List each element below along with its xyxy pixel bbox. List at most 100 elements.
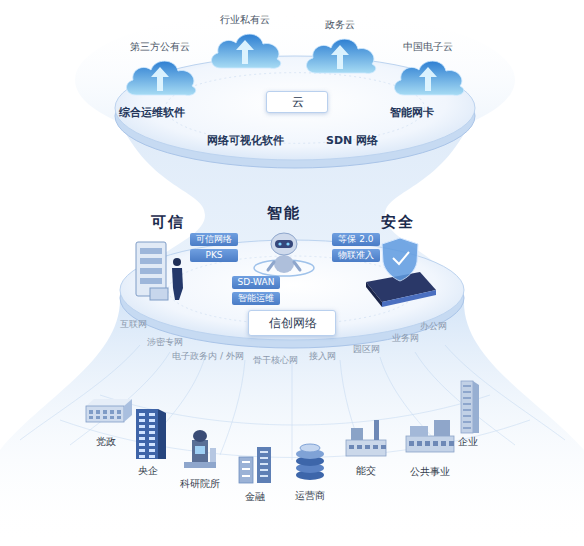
feature-tag: SD-WAN	[232, 276, 280, 289]
node-text: 央企	[138, 465, 158, 476]
industry-icon: 公共事业	[396, 418, 464, 478]
flare-lines	[20, 345, 565, 460]
cloud-node: 中国电子云	[388, 39, 468, 97]
icon-part	[463, 397, 471, 399]
icon-part	[139, 431, 145, 434]
feature-tag: 智能运维	[232, 292, 280, 305]
node-text: 运营商	[295, 490, 325, 501]
icon-part	[86, 399, 132, 406]
icon-part	[260, 469, 268, 471]
icon-part	[149, 449, 155, 452]
node-text: SD-WAN	[238, 278, 275, 288]
icon-part	[192, 440, 208, 462]
platform-disk: 可信智能安全可信网络PKSSD-WAN智能运维等保 2.0物联准入信创网络	[116, 198, 472, 350]
icon-part	[463, 415, 471, 417]
icon-part	[406, 436, 454, 452]
icon-part	[149, 413, 155, 416]
node-text: 等保 2.0	[338, 235, 373, 245]
icon-part	[149, 455, 155, 458]
disk-face	[115, 56, 475, 160]
icon-part	[96, 410, 100, 414]
icon-part	[124, 399, 132, 422]
network-label: 办公网	[420, 322, 447, 331]
cloud-outline	[307, 39, 376, 73]
icon-part	[89, 410, 93, 414]
industry-icon: 企业	[440, 382, 496, 448]
network-label: 互联网	[120, 320, 147, 329]
icon-part	[117, 410, 121, 414]
label-box: 云	[266, 91, 328, 113]
disk-grid	[165, 73, 424, 144]
icon-part	[103, 410, 107, 414]
feature-tag: 等保 2.0	[332, 233, 380, 246]
icon-part	[89, 416, 93, 419]
icon-part	[193, 430, 207, 442]
industry-icon: 党政	[78, 392, 134, 448]
icon-part	[463, 421, 471, 423]
node-text: 公共事业	[410, 466, 450, 477]
disk-face	[120, 240, 464, 340]
icon-part	[158, 409, 166, 459]
section-heading: 智能	[267, 205, 301, 222]
node-text: 信创网络	[269, 317, 317, 330]
icon-part	[365, 445, 370, 449]
icon-part	[210, 448, 216, 462]
icon-part	[139, 443, 145, 446]
node-text: PKS	[205, 251, 222, 261]
icon-part	[110, 416, 114, 419]
node-text: 党政	[96, 436, 116, 447]
network-label: 接入网	[309, 352, 336, 361]
icon-part	[136, 409, 158, 459]
icon-part	[260, 475, 268, 477]
network-label: 涉密专网	[147, 338, 183, 347]
icon-part	[463, 403, 471, 405]
icon-part	[149, 437, 155, 440]
icon-part	[463, 385, 471, 387]
cloud-node: 政务云	[300, 17, 380, 75]
icon-part	[239, 457, 253, 483]
robot	[254, 233, 314, 276]
node-text: 网络可视化软件	[207, 135, 284, 147]
icon-part	[260, 451, 268, 453]
node-text: 智能网卡	[390, 107, 434, 119]
node-text: 云	[292, 96, 304, 109]
server-rack	[136, 242, 183, 300]
icon-part	[410, 426, 428, 436]
industry-icon: 金融	[227, 443, 283, 503]
label-box: 信创网络	[248, 310, 336, 336]
industry-icon: 能交	[338, 423, 394, 477]
icon-part	[139, 449, 145, 452]
icon-part	[346, 440, 386, 456]
icon-part	[463, 391, 471, 393]
icon-part	[242, 468, 250, 470]
node-text: 中国电子云	[403, 41, 453, 52]
icon-part	[351, 428, 363, 440]
icon-part	[434, 420, 450, 436]
network-label: 业务网	[392, 334, 419, 343]
up-arrow-symbol	[151, 67, 169, 91]
icon-part	[260, 457, 268, 459]
icon-part	[260, 463, 268, 465]
security-device	[366, 238, 436, 307]
icon-part	[349, 445, 354, 449]
node-text: 行业私有云	[220, 14, 270, 25]
icon-part	[110, 410, 114, 414]
up-arrow-symbol	[236, 40, 254, 64]
node-text: 综合运维软件	[119, 107, 185, 119]
section-heading: 可信	[151, 214, 185, 231]
up-arrow-symbol	[419, 67, 437, 91]
icon-part	[425, 441, 430, 446]
node-text: 能交	[356, 465, 376, 476]
icon-part	[449, 441, 454, 446]
section-heading: 安全	[381, 214, 415, 231]
icon-part	[149, 431, 155, 434]
icon-part	[257, 447, 271, 483]
node-text: 智能运维	[238, 294, 274, 304]
feature-tag: PKS	[190, 249, 238, 262]
icon-part	[463, 427, 471, 429]
cloud-outline	[212, 34, 281, 68]
icon-part	[86, 406, 124, 422]
network-label: 骨干核心网	[253, 356, 298, 365]
